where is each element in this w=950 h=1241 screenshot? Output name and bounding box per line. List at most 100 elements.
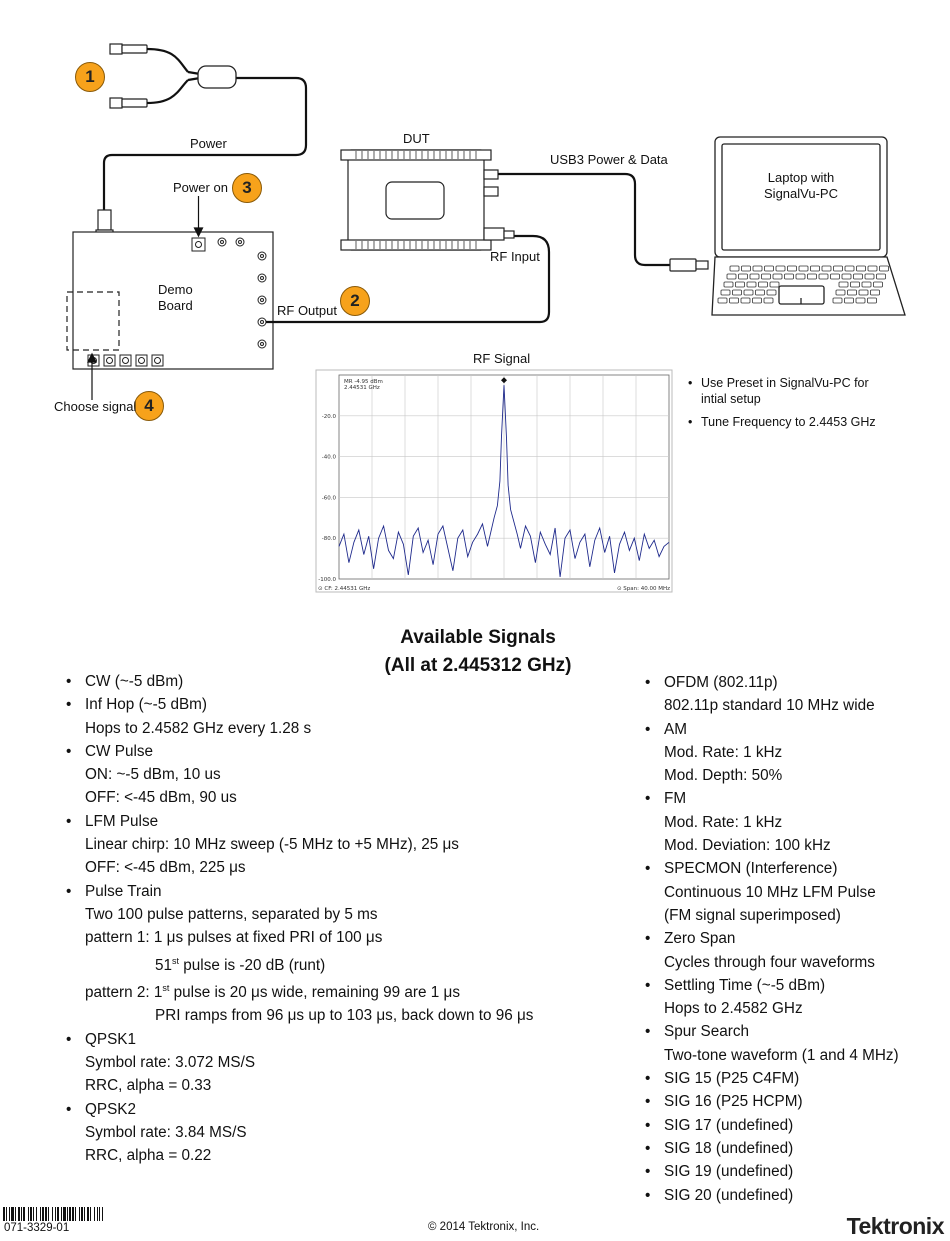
barcode-bar (102, 1207, 103, 1221)
laptop-icon (711, 136, 906, 316)
setup-notes: Use Preset in SignalVu-PC for intial set… (688, 375, 879, 437)
rf-input-label: RF Input (490, 249, 540, 264)
signal-detail: ON: ~-5 dBm, 10 us (85, 766, 221, 784)
keyboard-key (717, 297, 728, 304)
demo-board (72, 231, 274, 370)
tektronix-logo: Tektronix (846, 1213, 945, 1239)
keyboard-key (761, 273, 771, 280)
barcode-bar (40, 1207, 41, 1221)
keyboard-key (729, 297, 739, 304)
marker-readout-1: MR -4.95 dBm (344, 379, 383, 385)
signal-item: CW (~-5 dBm) (66, 670, 626, 694)
barcode-bar (57, 1207, 59, 1221)
keyboard-key (856, 265, 866, 272)
power-label: Power (190, 136, 227, 151)
step-3-badge: 3 (232, 173, 262, 203)
keyboard-key (732, 289, 742, 296)
signal-detail: OFF: <-45 dBm, 90 us (85, 789, 237, 807)
signal-item: QPSK1 (66, 1028, 626, 1052)
signal-detail: Linear chirp: 10 MHz sweep (-5 MHz to +5… (85, 836, 459, 854)
keyboard-key (746, 281, 757, 288)
signal-detail: OFF: <-45 dBm, 225 μs (85, 859, 246, 877)
peak-marker (501, 377, 507, 384)
signal-item: SIG 18 (undefined) (645, 1137, 945, 1161)
signal-item: AM (645, 718, 945, 742)
signal-item: OFDM (802.11p) (645, 671, 945, 695)
keyboard-key (879, 265, 889, 272)
keyboard-key (720, 289, 731, 296)
usb-plug-icon (669, 258, 709, 272)
keyboard-key (766, 289, 777, 296)
barcode-bar (72, 1207, 74, 1221)
signal-detail: Hops to 2.4582 GHz every 1.28 s (85, 719, 312, 737)
keyboard-key (850, 281, 860, 288)
signal-item: Zero Span (645, 927, 945, 951)
keyboard-key (864, 273, 875, 280)
keyboard-key (870, 289, 880, 296)
rf-cable (266, 234, 551, 324)
signal-detail: Continuous 10 MHz LFM Pulse (664, 883, 876, 901)
barcode (3, 1207, 155, 1221)
signal-detail: Two 100 pulse patterns, separated by 5 m… (85, 905, 378, 923)
keyboard-key (729, 265, 740, 272)
keyboard-key (873, 281, 883, 288)
keyboard-key (775, 265, 786, 272)
keyboard-key (755, 289, 765, 296)
keyboard-key (763, 297, 774, 304)
barcode-bar (94, 1207, 95, 1221)
signal-detail: Mod. Depth: 50% (664, 767, 783, 785)
signal-detail: pattern 2: 1st pulse is 20 μs wide, rema… (85, 982, 460, 1002)
y-tick-label: -80.0 (322, 536, 337, 542)
barcode-bar (30, 1207, 32, 1221)
barcode-bar (48, 1207, 49, 1221)
keyboard-key (818, 273, 829, 280)
signal-detail: pattern 1: 1 μs pulses at fixed PRI of 1… (85, 929, 383, 947)
keyboard-key (723, 281, 734, 288)
keyboard-key (795, 273, 806, 280)
signal-detail: Hops to 2.4582 GHz (664, 1000, 803, 1018)
keyboard-key (769, 281, 780, 288)
barcode-bar (28, 1207, 29, 1221)
barcode-bar (21, 1207, 22, 1221)
barcode-bar (42, 1207, 44, 1221)
keyboard-key (741, 265, 751, 272)
signal-item: QPSK2 (66, 1098, 626, 1122)
keyboard-key (858, 289, 869, 296)
keyboard-key (830, 273, 840, 280)
keyboard-key (844, 297, 854, 304)
step-1-badge: 1 (75, 62, 105, 92)
barcode-bar (97, 1207, 98, 1221)
keyboard-key (841, 273, 852, 280)
laptop-keyboard (717, 265, 889, 304)
barcode-bar (6, 1207, 7, 1221)
barcode-bar (9, 1207, 10, 1221)
signal-detail: Cycles through four waveforms (664, 953, 875, 971)
keyboard-key (853, 273, 863, 280)
barcode-bar (75, 1207, 76, 1221)
keyboard-key (844, 265, 855, 272)
usb3-label: USB3 Power & Data (550, 152, 668, 167)
step-4-badge: 4 (134, 391, 164, 421)
keyboard-key (764, 265, 774, 272)
spectrum-trace (338, 385, 670, 578)
y-tick-label: -20.0 (322, 414, 337, 420)
rf-signal-chart: -20.0-40.0-60.0-80.0-100.0 MR -4.95 dBm … (315, 369, 673, 593)
barcode-bar (36, 1207, 37, 1221)
signal-item: Inf Hop (~-5 dBm) (66, 693, 626, 717)
signal-detail: 51st pulse is -20 dB (runt) (155, 955, 326, 974)
keyboard-key (752, 297, 762, 304)
keyboard-key (749, 273, 760, 280)
signal-item: Pulse Train (66, 880, 626, 904)
keyboard-key (738, 273, 748, 280)
dut-label: DUT (403, 131, 430, 146)
step-2-badge: 2 (340, 286, 370, 316)
keyboard-key (758, 281, 768, 288)
marker-readout-2: 2.44531 GHz (344, 385, 380, 391)
barcode-bar (67, 1207, 68, 1221)
barcode-bar (81, 1207, 83, 1221)
keyboard-key (798, 265, 809, 272)
keyboard-key (833, 265, 843, 272)
keyboard-key (784, 273, 794, 280)
y-tick-label: -40.0 (322, 455, 337, 461)
signal-item: SIG 15 (P25 C4FM) (645, 1067, 945, 1091)
